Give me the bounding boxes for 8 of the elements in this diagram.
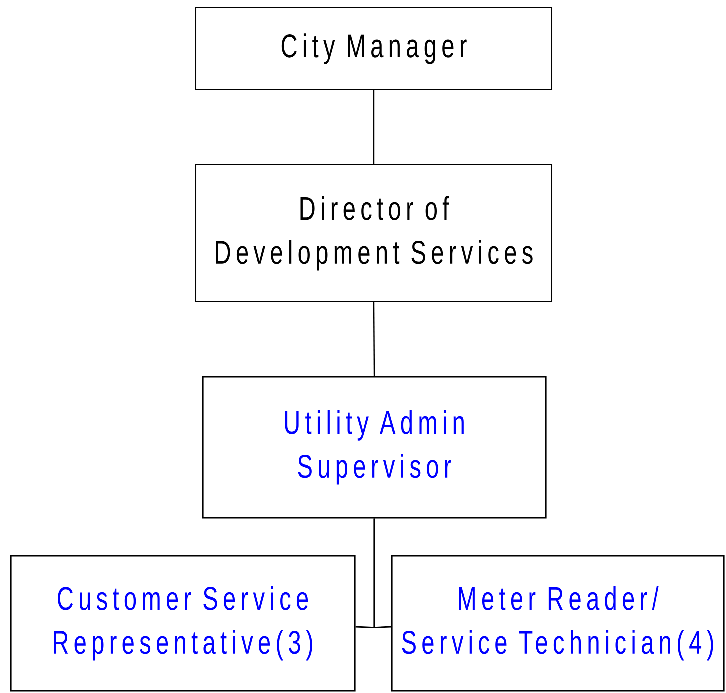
connector-line <box>373 90 375 164</box>
org-box: Customer Service Representative(3) <box>10 555 356 692</box>
connector-line <box>374 518 392 629</box>
org-box: City Manager <box>196 8 552 90</box>
connector-line <box>373 302 376 376</box>
org-box: Director of Development Services <box>196 164 552 302</box>
org-box: Meter Reader/ Service Technician(4) <box>391 555 725 692</box>
org-box: Utility Admin Supervisor <box>202 376 547 519</box>
